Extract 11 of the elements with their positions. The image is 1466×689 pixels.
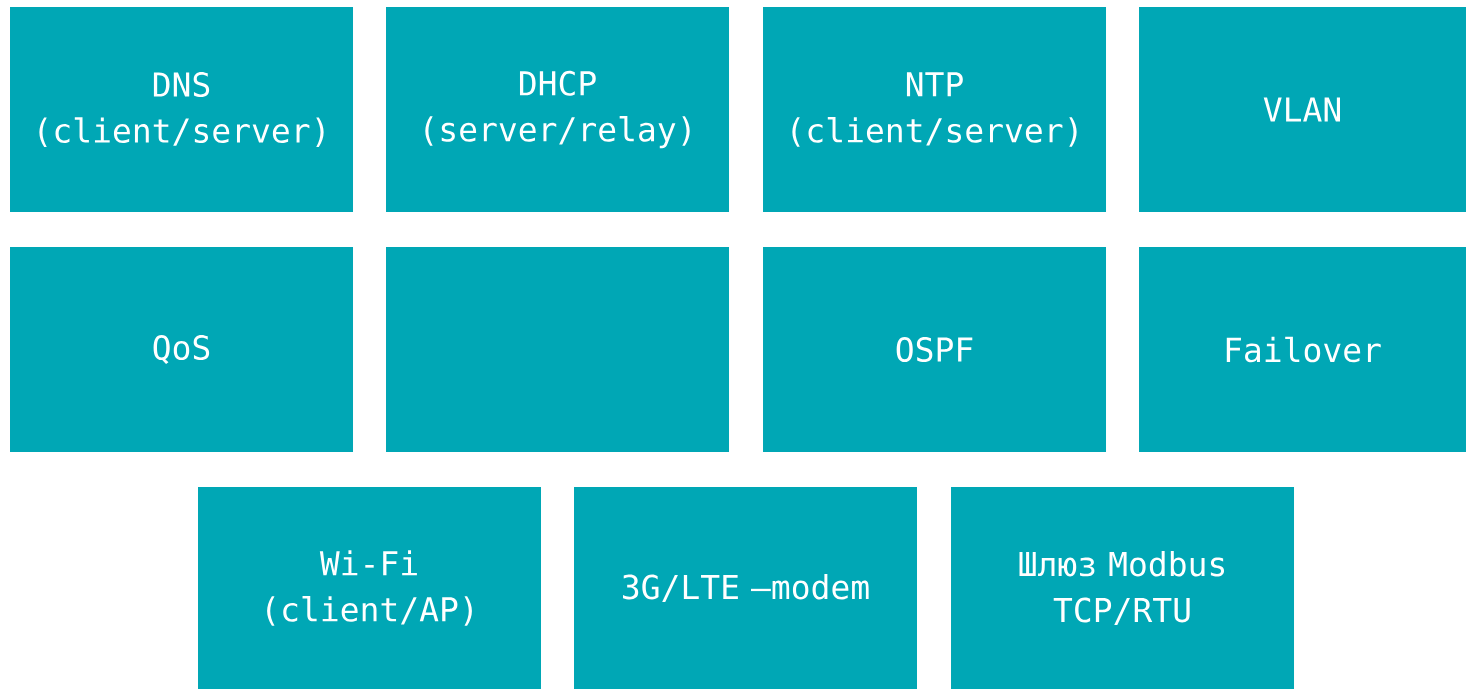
tile-box: VLAN	[1139, 7, 1466, 212]
tile-box: 3G/LTE –modem	[574, 487, 917, 689]
tile-box: NTP (client/server)	[763, 7, 1106, 212]
tile-box: Failover	[1139, 247, 1466, 452]
tile-box: OSPF	[763, 247, 1106, 452]
tile-box: DHCP (server/relay)	[386, 7, 729, 212]
tile-box: QoS	[10, 247, 353, 452]
tile-box: Wi-Fi (client/AP)	[198, 487, 541, 689]
tile-box: DNS (client/server)	[10, 7, 353, 212]
tile-box: Шлюз Modbus TCP/RTU	[951, 487, 1294, 689]
tile-box	[386, 247, 729, 452]
